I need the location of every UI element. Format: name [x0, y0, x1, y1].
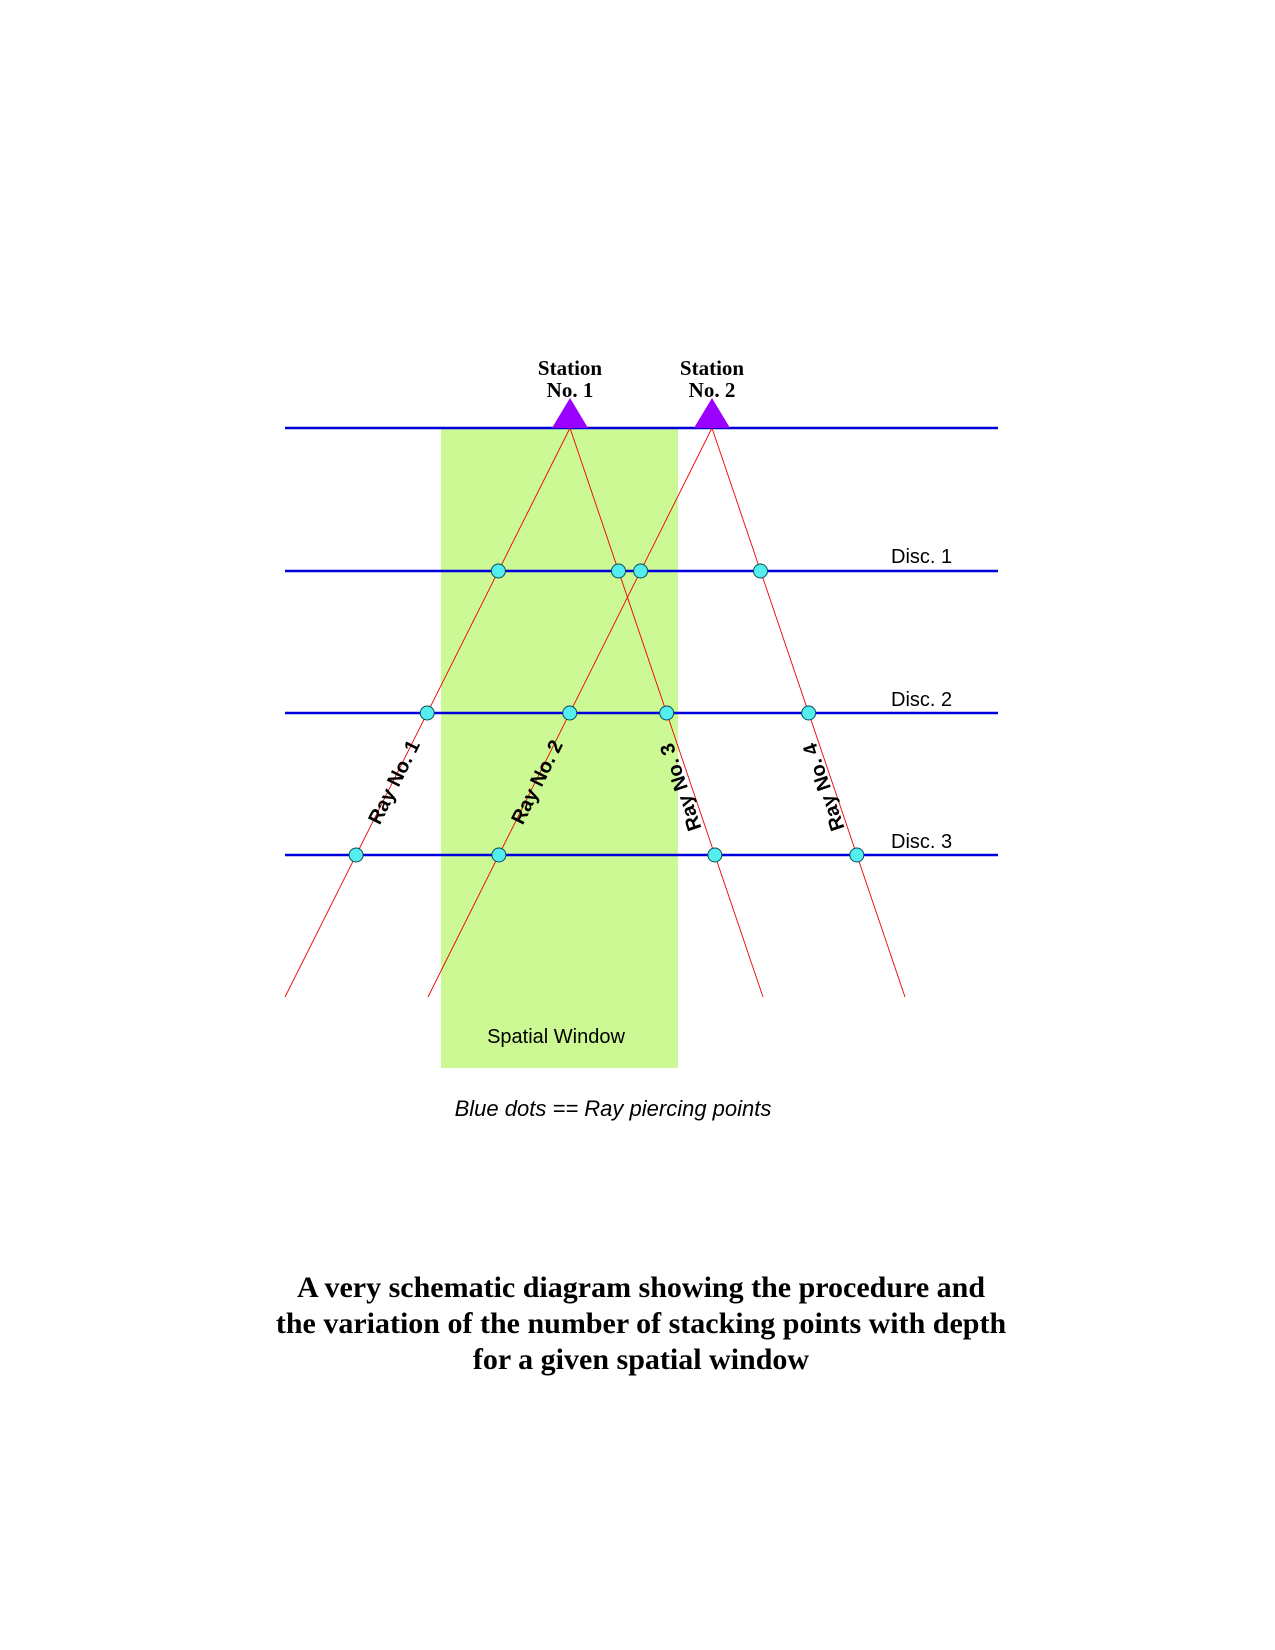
piercing-point: [419, 705, 435, 721]
legend-text: Blue dots == Ray piercing points: [455, 1096, 772, 1121]
station-1-number: No. 1: [547, 378, 594, 402]
station-2-label: Station: [680, 356, 745, 380]
piercing-point: [801, 705, 817, 721]
ray-1-label: Ray No. 1: [364, 737, 424, 828]
piercing-point: [753, 563, 769, 579]
spatial-window: [441, 428, 678, 1068]
piercing-point: [849, 847, 865, 863]
station-2-number: No. 2: [689, 378, 736, 402]
caption-line-3: for a given spatial window: [473, 1343, 809, 1376]
ray-4-label: Ray No. 4: [799, 739, 849, 833]
piercing-point: [562, 705, 578, 721]
caption-line-1: A very schematic diagram showing the pro…: [297, 1271, 985, 1304]
spatial-window-label: Spatial Window: [487, 1026, 625, 1048]
station-1-triangle-icon: [552, 398, 588, 428]
station-2-triangle-icon: [694, 398, 730, 428]
piercing-point: [348, 847, 364, 863]
caption-line-2: the variation of the number of stacking …: [276, 1307, 1007, 1340]
disc-2-label: Disc. 2: [891, 689, 952, 711]
piercing-point: [490, 563, 506, 579]
piercing-point: [707, 847, 723, 863]
piercing-point: [611, 563, 627, 579]
piercing-point: [659, 705, 675, 721]
piercing-point: [633, 563, 649, 579]
disc-3-label: Disc. 3: [891, 831, 952, 853]
station-1-label: Station: [538, 356, 603, 380]
piercing-point: [491, 847, 507, 863]
disc-1-label: Disc. 1: [891, 546, 952, 568]
